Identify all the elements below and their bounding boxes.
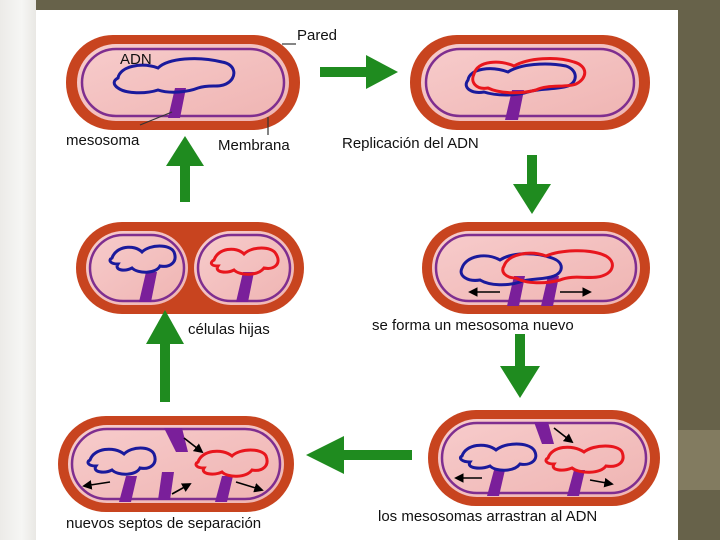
label-nuevo-mesosoma: se forma un mesosoma nuevo xyxy=(372,317,574,334)
flow-arrow-down-upper xyxy=(513,155,551,214)
label-replicacion: Replicación del ADN xyxy=(342,135,479,152)
cell-new-mesosome xyxy=(422,222,650,314)
cell-septa xyxy=(58,416,294,512)
label-membrana: Membrana xyxy=(218,137,290,154)
label-mesosoma: mesosoma xyxy=(66,132,140,149)
flow-arrow-up-upper xyxy=(166,136,204,202)
cell-daughters xyxy=(76,222,304,314)
label-septos: nuevos septos de separación xyxy=(66,515,261,532)
cell-mesosomes-drag xyxy=(428,410,660,506)
flow-arrow-right-top xyxy=(320,55,398,89)
cytoplasm xyxy=(421,44,639,121)
cell-replication xyxy=(410,35,650,130)
flow-arrow-up-lower xyxy=(146,310,184,402)
label-arrastran: los mesosomas arrastran al ADN xyxy=(378,508,597,525)
label-celulas-hijas: células hijas xyxy=(188,321,270,338)
label-pared: Pared xyxy=(297,27,337,44)
label-adn: ADN xyxy=(120,51,152,68)
flow-arrow-left-bottom xyxy=(306,436,412,474)
cytoplasm xyxy=(77,44,289,121)
flow-arrow-down-lower xyxy=(500,334,540,398)
cell-initial xyxy=(66,35,300,130)
